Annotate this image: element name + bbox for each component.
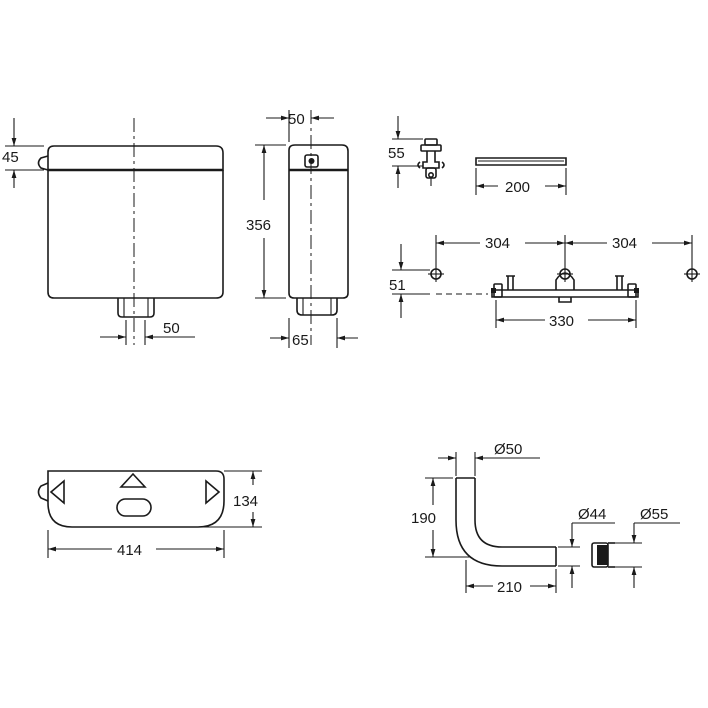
angle-valve: 55 — [388, 116, 445, 188]
dim-text-414: 414 — [117, 542, 142, 559]
dim-text-65: 65 — [292, 332, 309, 349]
dim-side-outlet: 65 — [270, 318, 358, 349]
dim-plate: 200 — [475, 168, 567, 196]
dim-text-d55: Ø55 — [640, 506, 668, 523]
dim-text-210: 210 — [497, 579, 522, 596]
side-view: 50 356 65 — [246, 110, 358, 349]
dim-pipe-diameter: Ø50 — [438, 441, 540, 476]
mounting-bracket: 304 304 51 3 — [389, 235, 700, 330]
dim-bracket-left: 304 — [436, 235, 565, 252]
dim-pipe-end: Ø44 — [558, 506, 615, 588]
pipe-outer — [455, 478, 556, 567]
side-body — [288, 144, 349, 299]
dim-text-304-left: 304 — [485, 235, 510, 252]
dim-outlet-offset: 50 — [100, 320, 195, 345]
dim-text-50-front: 50 — [163, 320, 180, 337]
dim-bracket-right: 304 — [565, 235, 692, 252]
cistern-body — [47, 170, 224, 299]
dim-valve: 55 — [388, 116, 423, 188]
dim-text-d50: Ø50 — [494, 441, 522, 458]
dim-text-190: 190 — [411, 510, 436, 527]
dim-text-304-right: 304 — [612, 235, 637, 252]
front-view: 45 50 — [2, 118, 224, 345]
dim-pipe-height: 190 — [411, 477, 470, 558]
dim-top-depth: 134 — [200, 470, 262, 528]
top-outline — [47, 470, 225, 528]
arrow-left-icon — [49, 479, 65, 505]
flush-button — [116, 498, 152, 517]
dim-text-51: 51 — [389, 277, 406, 294]
dim-side-top: 50 — [266, 110, 334, 142]
dim-text-45: 45 — [2, 149, 19, 166]
dim-text-330: 330 — [549, 313, 574, 330]
dim-text-55-valve: 55 — [388, 145, 405, 162]
pipe-inner — [474, 478, 556, 548]
dim-pipe-length: 210 — [465, 560, 557, 596]
dim-bracket-height: 51 — [389, 244, 430, 318]
rubber-connector: Ø55 — [591, 506, 680, 588]
flush-pipe: Ø50 190 210 Ø44 — [411, 441, 615, 596]
dim-text-356: 356 — [246, 217, 271, 234]
arrow-up-icon — [119, 472, 147, 488]
dim-top-width: 414 — [47, 530, 225, 559]
dim-text-50-side: 50 — [288, 111, 305, 128]
dim-side-height: 356 — [246, 144, 286, 299]
arrow-right-icon — [205, 479, 221, 505]
dim-bracket-width: 330 — [495, 300, 637, 330]
top-view: 134 414 — [37, 470, 262, 559]
dim-text-d44: Ø44 — [578, 506, 606, 523]
side-outlet — [296, 298, 338, 316]
cistern-lid — [47, 145, 224, 171]
outlet-stub — [117, 298, 155, 318]
flush-lever — [37, 155, 49, 171]
dim-text-200: 200 — [505, 179, 530, 196]
dim-connector: Ø55 — [610, 506, 680, 588]
dim-text-134: 134 — [233, 493, 258, 510]
cover-plate: 200 — [475, 157, 567, 196]
dim-lid-height: 45 — [2, 118, 44, 188]
